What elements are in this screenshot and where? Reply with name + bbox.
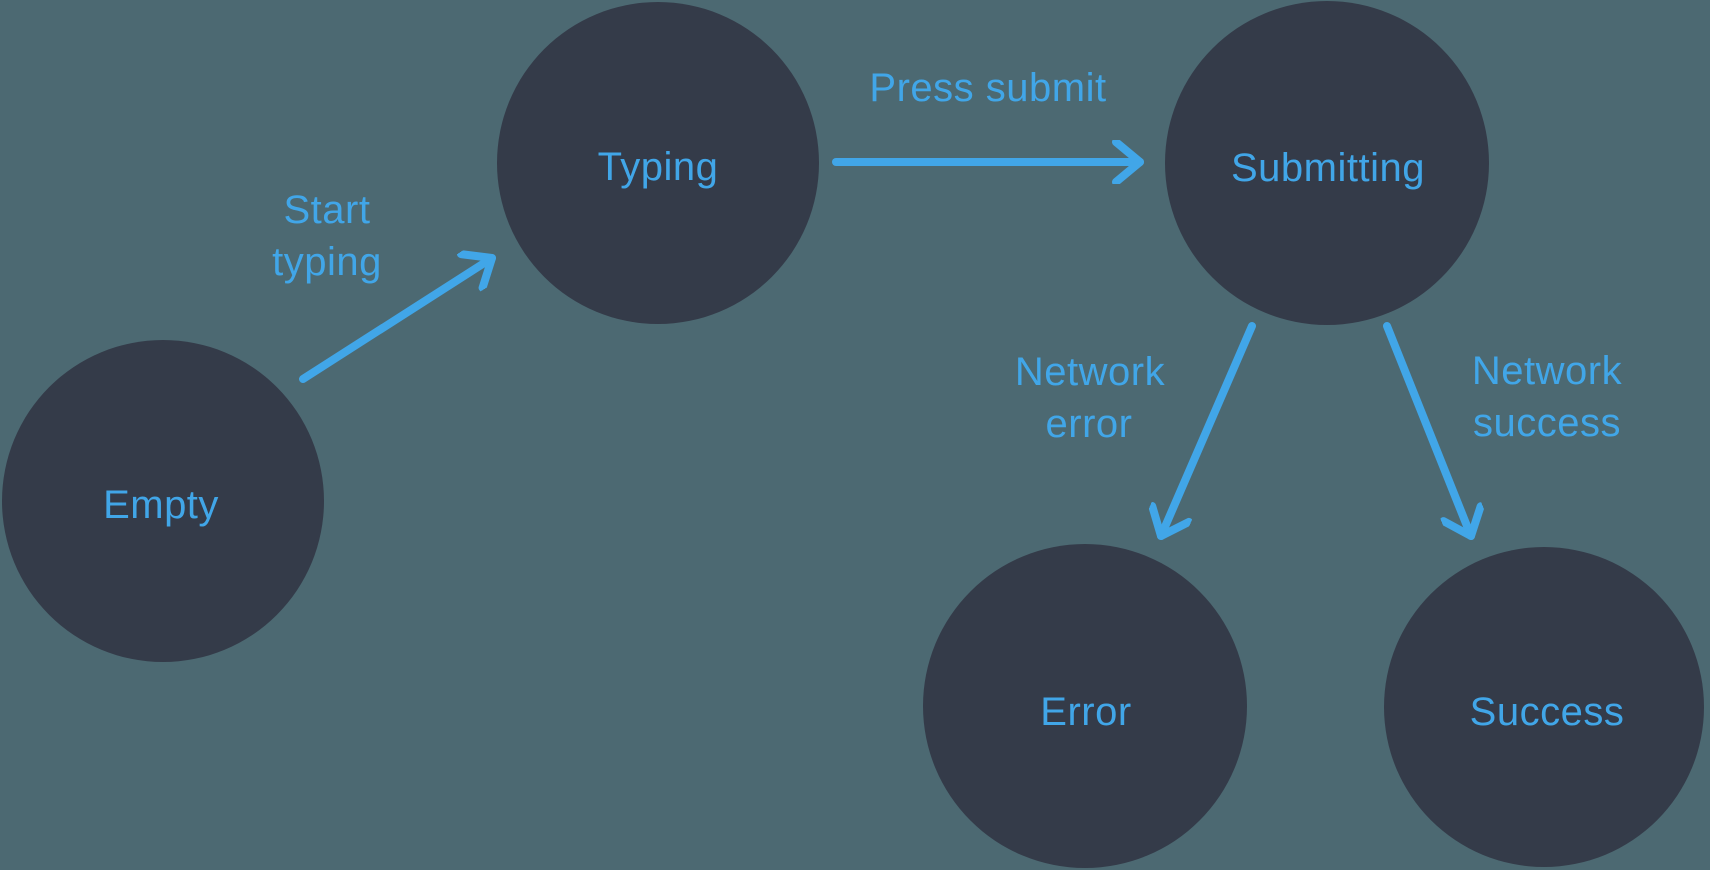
transition-arrow-network-error [1161,322,1256,540]
transition-label-start-typing-line2: typing [272,240,382,284]
transition-label-press-submit: Press submit [869,66,1106,110]
state-node-success [1384,547,1704,867]
state-node-typing [497,2,819,324]
state-label-submitting: Submitting [1231,146,1425,190]
state-label-typing: Typing [598,145,719,189]
state-node-empty [2,340,324,662]
state-label-empty: Empty [103,483,219,527]
transition-arrow-network-success [1383,322,1471,540]
transition-label-start-typing-line1: Start [284,188,371,232]
state-node-submitting [1165,1,1489,325]
state-label-success: Success [1470,690,1625,734]
state-label-error: Error [1040,690,1131,734]
transition-label-network-error-line2: error [1046,402,1133,446]
transition-label-network-error-line1: Network [1015,350,1166,394]
transition-label-network-success-line1: Network [1472,349,1623,393]
transition-label-network-success-line2: success [1473,401,1621,445]
transition-arrow-start-typing [299,258,496,383]
state-node-error [923,544,1247,868]
